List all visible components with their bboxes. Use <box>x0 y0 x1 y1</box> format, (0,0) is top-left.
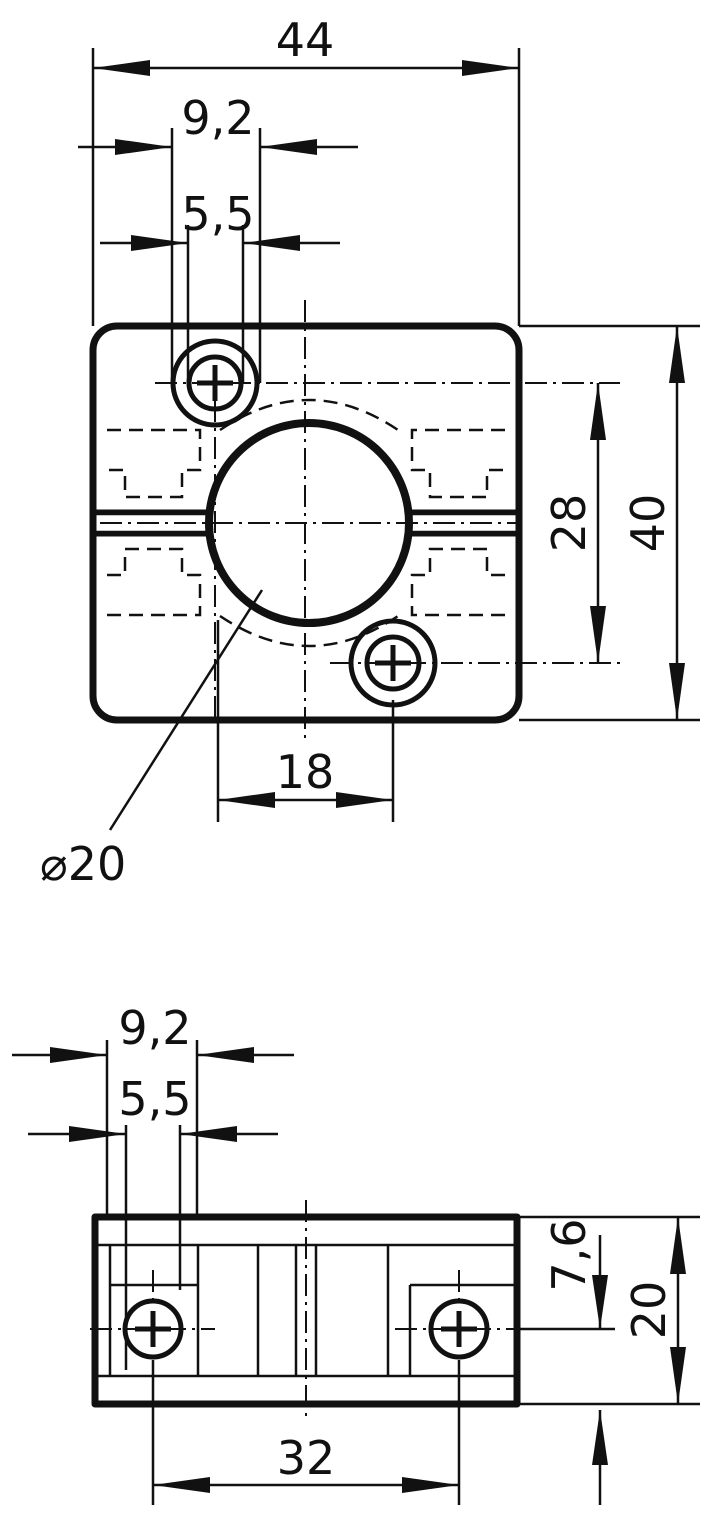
side-dim-20: 20 <box>622 1281 676 1340</box>
top-view-clearance-arc-bottom <box>219 614 399 648</box>
side-dim-7-6: 7,6 <box>542 1218 596 1291</box>
top-view-diameter-leader <box>108 589 264 831</box>
side-dim-32: 32 <box>277 1431 336 1485</box>
side-dim-5-5: 5,5 <box>118 1072 191 1126</box>
top-view-pocket-lower-right <box>410 547 505 617</box>
top-view: 44 9,2 5,5 28 40 18 ⌀20 <box>40 13 700 891</box>
top-dim-9-2: 9,2 <box>181 91 254 145</box>
top-dim-44: 44 <box>276 13 335 67</box>
top-dim-40: 40 <box>621 494 675 553</box>
top-dim-18: 18 <box>276 745 335 799</box>
top-dim-diameter: ⌀20 <box>40 837 126 891</box>
top-dim-5-5: 5,5 <box>181 187 254 241</box>
top-dim-28: 28 <box>542 494 596 553</box>
top-view-pocket-upper-right <box>410 428 505 499</box>
top-view-pocket-lower-left <box>107 547 202 617</box>
side-view: 9,2 5,5 7,6 20 32 <box>12 1001 700 1505</box>
top-view-pocket-upper-left <box>107 428 202 499</box>
side-dim-9-2: 9,2 <box>118 1001 191 1055</box>
